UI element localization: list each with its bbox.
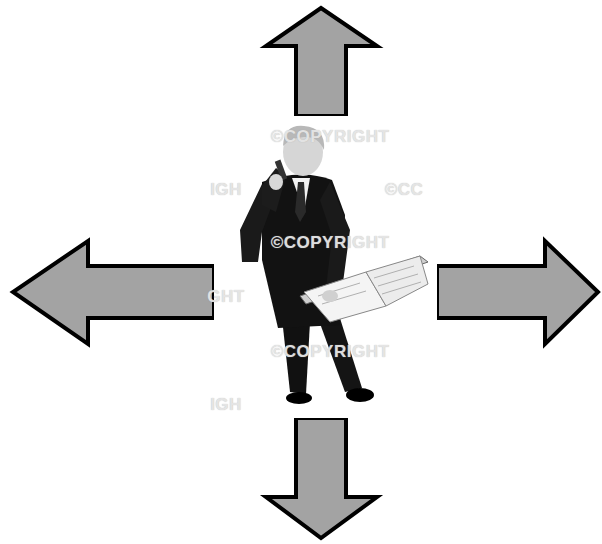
up-arrow	[266, 8, 377, 116]
right-arrow	[437, 241, 598, 344]
watermark: ©COPYRIGHT	[271, 127, 390, 147]
watermark: IGH	[210, 180, 242, 200]
businessman	[240, 126, 428, 404]
watermark: ©COPYRIGHT	[271, 342, 390, 362]
down-arrow	[266, 418, 377, 538]
watermark: ©CC	[385, 180, 424, 200]
watermark: ©COPYRIGHT	[271, 233, 390, 253]
watermark: GHT	[207, 287, 244, 307]
photo-backdrop	[214, 116, 437, 418]
watermark: IGH	[210, 395, 242, 415]
left-arrow	[13, 241, 214, 344]
